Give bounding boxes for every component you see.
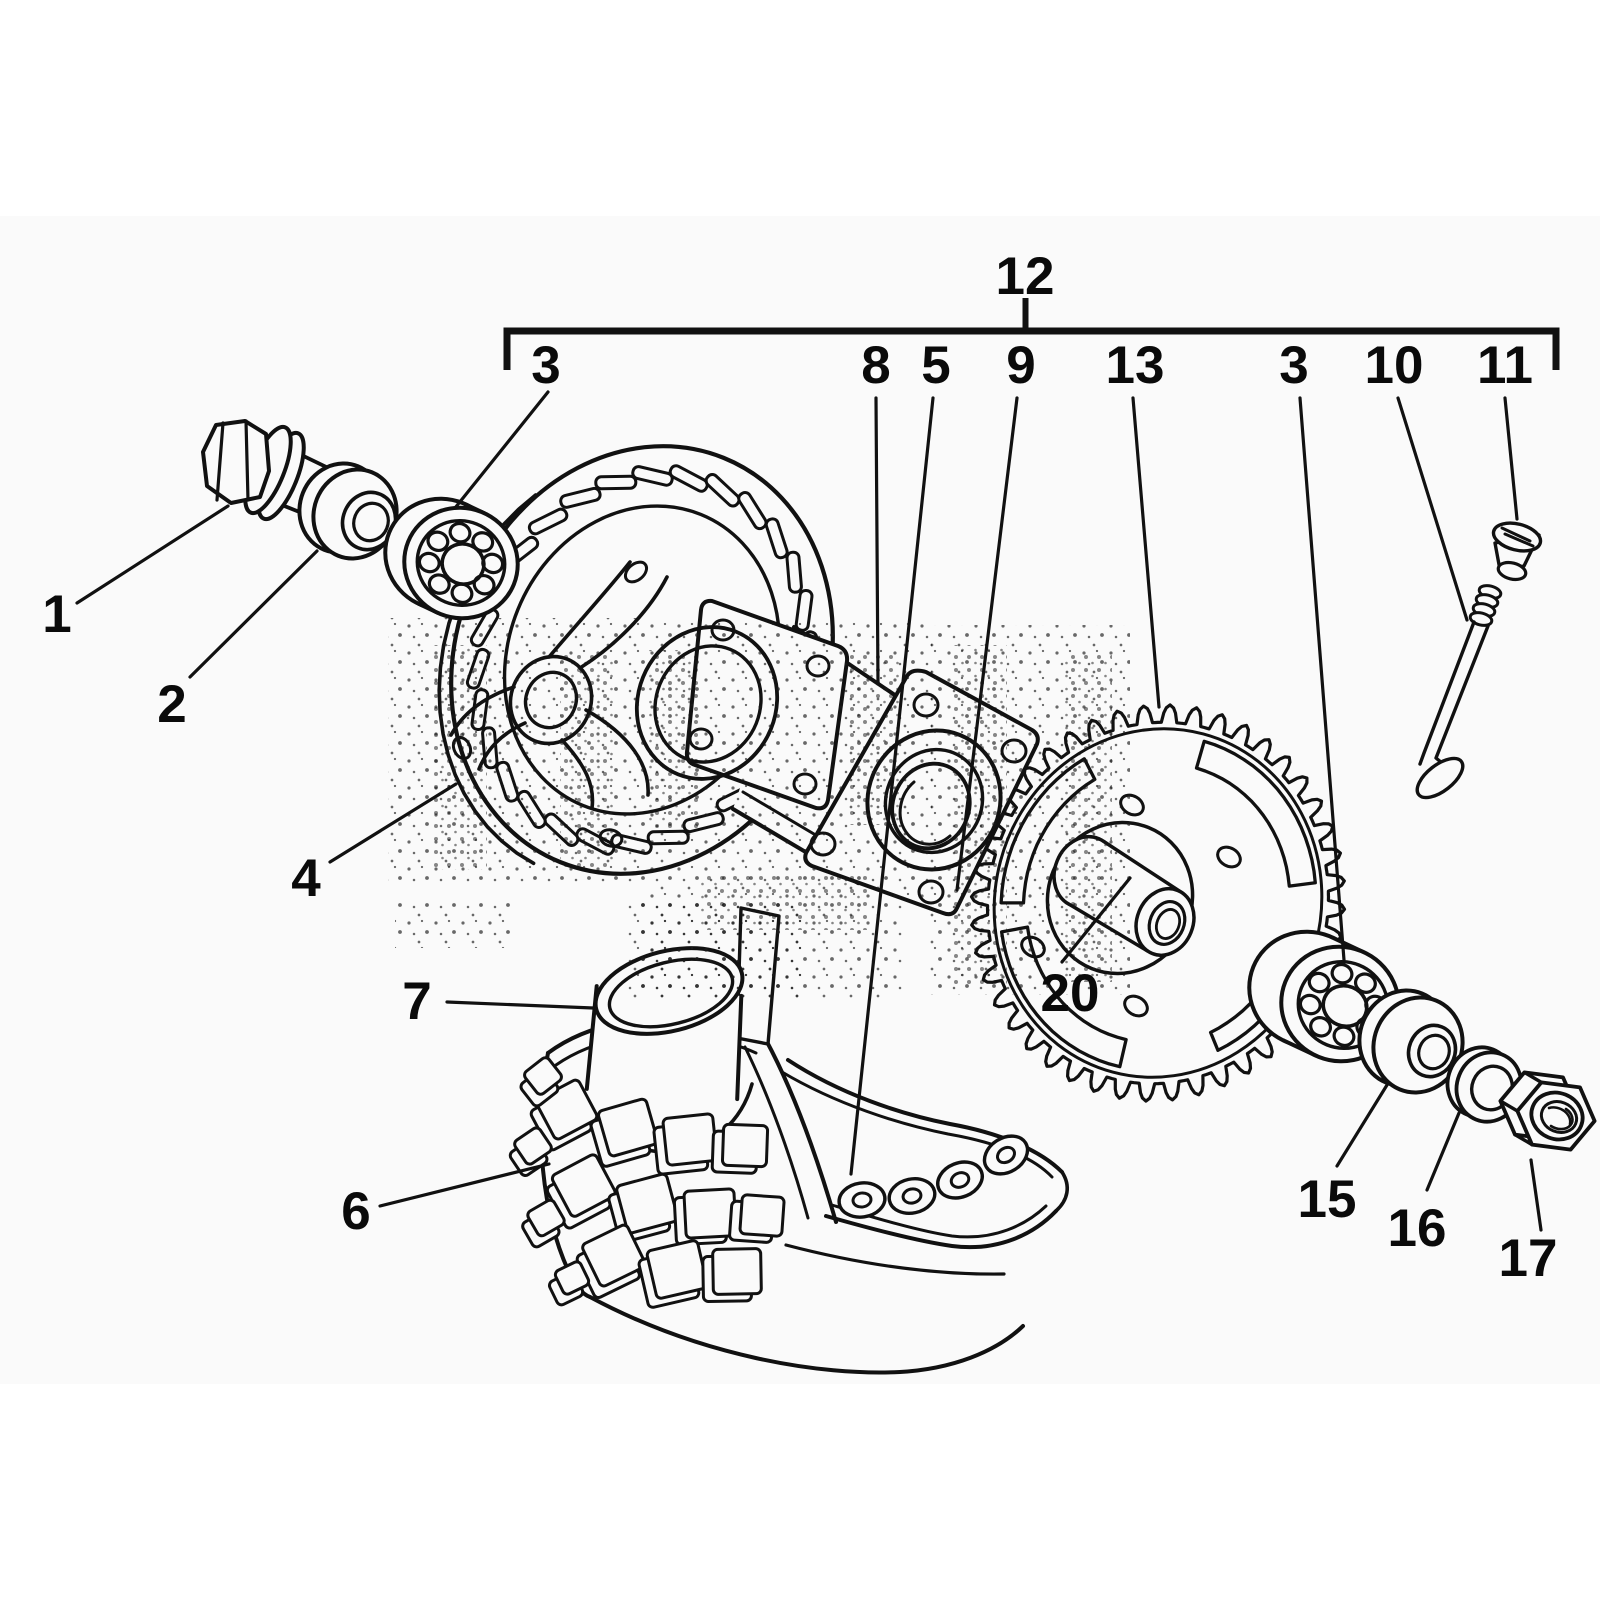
svg-text:7: 7 <box>402 972 431 1031</box>
svg-text:16: 16 <box>1388 1199 1447 1258</box>
svg-text:3: 3 <box>1279 336 1308 395</box>
svg-text:15: 15 <box>1298 1170 1357 1229</box>
svg-text:11: 11 <box>1477 336 1533 395</box>
svg-text:9: 9 <box>1006 336 1035 395</box>
svg-text:6: 6 <box>341 1182 370 1241</box>
svg-text:10: 10 <box>1365 336 1424 395</box>
svg-text:20: 20 <box>1041 964 1100 1023</box>
svg-text:3: 3 <box>531 336 560 395</box>
svg-text:13: 13 <box>1106 336 1165 395</box>
svg-text:12: 12 <box>996 247 1055 306</box>
svg-text:1: 1 <box>42 585 71 644</box>
svg-text:2: 2 <box>157 675 186 734</box>
svg-text:8: 8 <box>861 336 890 395</box>
svg-text:4: 4 <box>291 849 321 908</box>
svg-text:17: 17 <box>1499 1229 1558 1288</box>
svg-text:5: 5 <box>921 336 950 395</box>
